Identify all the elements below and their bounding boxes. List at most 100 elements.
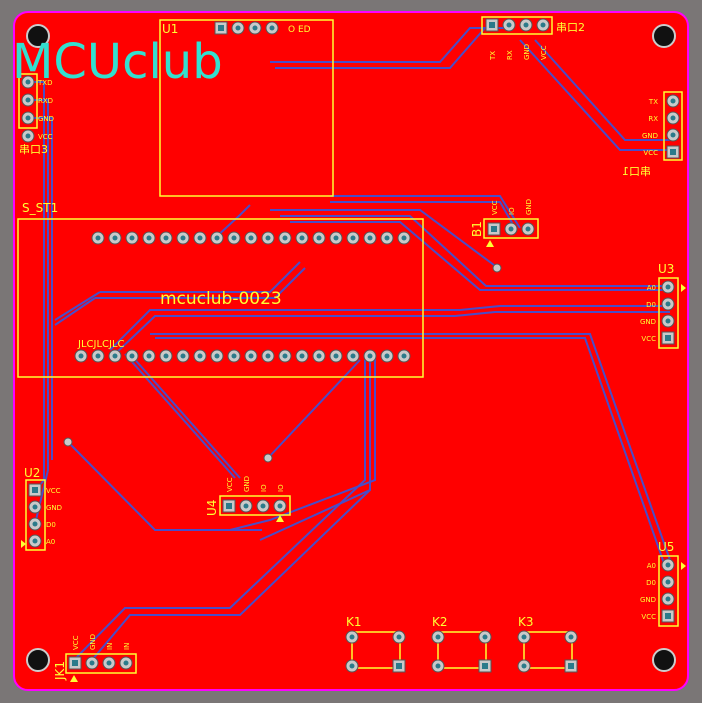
pad-hole [401, 353, 407, 359]
pad-hole [316, 235, 322, 241]
jk1-outline [65, 653, 137, 674]
pin-label: GND [243, 476, 251, 492]
pin-label: GND [525, 199, 533, 215]
pad-hole [106, 660, 112, 666]
pad-hole [333, 235, 339, 241]
pads [21, 18, 680, 673]
pad-hole [197, 353, 203, 359]
pin-label: GND [38, 115, 54, 123]
u1-side-label: O ED [288, 25, 311, 35]
via [263, 453, 273, 463]
serial2-ref: 串口2 [556, 21, 585, 34]
pad-hole [435, 663, 441, 669]
pad-hole [72, 660, 78, 666]
pad-hole [248, 353, 254, 359]
mounting-hole-bl [26, 648, 50, 672]
pin-label: A0 [46, 538, 55, 546]
pad-hole [349, 634, 355, 640]
k1-ref: K1 [346, 615, 362, 629]
pad-hole [265, 235, 271, 241]
pad-hole [25, 133, 31, 139]
silkscreen-outlines [17, 16, 683, 674]
mounting-hole-tl [26, 24, 50, 48]
pad-hole [384, 353, 390, 359]
u5-ref: U5 [658, 540, 674, 554]
u3-outline [658, 277, 679, 349]
pad-hole [482, 634, 488, 640]
pin-label: GND [523, 44, 531, 60]
pin-label: IO [260, 484, 268, 492]
pad-hole [129, 353, 135, 359]
pad-hole [435, 634, 441, 640]
pad-hole [180, 235, 186, 241]
pad-hole [95, 353, 101, 359]
s-st1-ref: S_ST1 [22, 201, 58, 215]
pad-hole [367, 353, 373, 359]
pad-hole [568, 634, 574, 640]
pin-label: TX [489, 51, 497, 61]
pin-label: TXD [37, 79, 52, 87]
u1-ref: U1 [162, 22, 178, 36]
pad-hole [123, 660, 129, 666]
pad-hole [521, 663, 527, 669]
pad-hole [32, 521, 38, 527]
pad-hole [243, 503, 249, 509]
pad-hole [350, 353, 356, 359]
project-text: mcuclub-0023 [160, 289, 282, 309]
pad-hole [265, 353, 271, 359]
pad-hole [32, 538, 38, 544]
pad-hole [568, 663, 574, 669]
pad-hole [665, 562, 671, 568]
pad-hole [670, 132, 676, 138]
pad-hole [163, 235, 169, 241]
pad-hole [665, 301, 671, 307]
u3-ref: U3 [658, 262, 674, 276]
pin-label: A0 [647, 284, 656, 292]
traces [28, 27, 672, 661]
pin-label: VCC [226, 477, 234, 492]
pad-hole [489, 22, 495, 28]
pad-hole [540, 22, 546, 28]
serial3-ref: 串口3 [19, 143, 48, 156]
pad-hole [670, 115, 676, 121]
k3-ref: K3 [518, 615, 534, 629]
pin-label: IO [277, 484, 285, 492]
mounting-holes [26, 24, 676, 672]
b1-outline [483, 218, 539, 239]
pad-hole [299, 235, 305, 241]
b1-ref: B1 [470, 221, 484, 237]
pad-hole [25, 97, 31, 103]
pad-hole [282, 235, 288, 241]
pin-label: GND [46, 504, 62, 512]
k3-outline [523, 631, 573, 669]
pin-label: RX [506, 50, 514, 60]
pin-label: VCC [641, 335, 656, 343]
pad-hole [508, 226, 514, 232]
pad-hole [146, 235, 152, 241]
pad-hole [25, 115, 31, 121]
pad-hole [523, 22, 529, 28]
pin-label: IN [123, 643, 131, 650]
pad-hole [665, 596, 671, 602]
pad-hole [248, 235, 254, 241]
k2-outline [437, 631, 487, 669]
serial3-outline [18, 73, 38, 129]
pad-hole [25, 79, 31, 85]
pin-label: GND [640, 596, 656, 604]
pad-hole [180, 353, 186, 359]
serial1-ref: 串口1 [622, 165, 651, 178]
u2-outline [25, 479, 46, 551]
pad-hole [525, 226, 531, 232]
pad-hole [665, 318, 671, 324]
k1-outline [351, 631, 401, 669]
pad-hole [333, 353, 339, 359]
pin-label: VCC [641, 613, 656, 621]
pad-hole [78, 353, 84, 359]
pad-hole [482, 663, 488, 669]
pin-label: VCC [491, 200, 499, 215]
pad-hole [146, 353, 152, 359]
pad-hole [665, 579, 671, 585]
logo-text: MCUclub [12, 34, 223, 90]
